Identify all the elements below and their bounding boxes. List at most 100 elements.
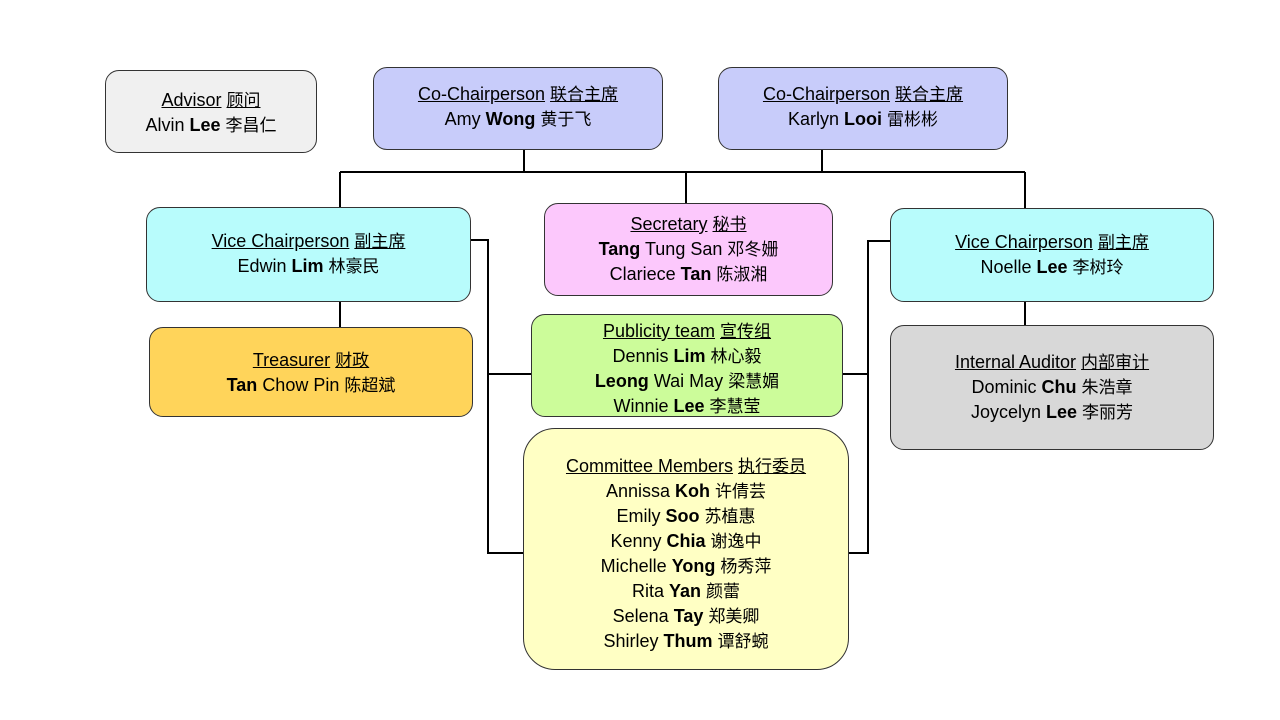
surname: Lee bbox=[1046, 402, 1078, 422]
person-row: Amy Wong 黄于飞 bbox=[374, 107, 662, 132]
person-row: Tang Tung San 邓冬姗 bbox=[545, 237, 832, 262]
chinese-name: 颜蕾 bbox=[706, 582, 741, 602]
role-title: Advisor 顾问 bbox=[106, 88, 316, 113]
surname: Lee bbox=[189, 115, 221, 135]
given-name: Tung San bbox=[644, 239, 723, 259]
given-name: Karlyn bbox=[787, 109, 839, 129]
role-chinese-label: 内部审计 bbox=[1081, 353, 1150, 373]
surname: Lim bbox=[291, 256, 324, 276]
surname: Yan bbox=[668, 581, 702, 601]
surname: Tay bbox=[673, 606, 704, 626]
person-row: Annissa Koh 许倩芸 bbox=[524, 479, 848, 504]
role-chinese-label: 副主席 bbox=[1097, 233, 1149, 253]
surname: Wong bbox=[485, 109, 536, 129]
chinese-name: 陈超斌 bbox=[344, 376, 396, 396]
chinese-name: 苏植惠 bbox=[704, 507, 756, 527]
person-row: Kenny Chia 谢逸中 bbox=[524, 529, 848, 554]
chinese-name: 雷彬彬 bbox=[887, 110, 939, 130]
role-title: Publicity team 宣传组 bbox=[532, 319, 842, 344]
role-chinese-label: 财政 bbox=[335, 351, 370, 371]
person-row: Noelle Lee 李树玲 bbox=[891, 255, 1213, 280]
person-row: Michelle Yong 杨秀萍 bbox=[524, 554, 848, 579]
connector bbox=[849, 240, 890, 554]
role-title: Vice Chairperson 副主席 bbox=[891, 230, 1213, 255]
role-label: Secretary bbox=[630, 214, 708, 234]
role-title: Committee Members 执行委员 bbox=[524, 454, 848, 479]
person-row: Dominic Chu 朱浩章 bbox=[891, 375, 1213, 400]
chinese-name: 许倩芸 bbox=[715, 482, 767, 502]
role-title: Treasurer 财政 bbox=[150, 348, 472, 373]
surname: Yong bbox=[671, 556, 716, 576]
given-name: Selena bbox=[612, 606, 669, 626]
role-label: Advisor bbox=[161, 90, 222, 110]
surname: Lee bbox=[673, 396, 705, 416]
role-label: Internal Auditor bbox=[954, 352, 1077, 372]
surname: Soo bbox=[665, 506, 700, 526]
surname: Tang bbox=[598, 239, 641, 259]
given-name: Wai May bbox=[653, 371, 724, 391]
role-label: Vice Chairperson bbox=[955, 232, 1093, 252]
role-label: Committee Members bbox=[565, 456, 734, 476]
chinese-name: 郑美卿 bbox=[708, 607, 760, 627]
given-name: Kenny bbox=[610, 531, 662, 551]
person-row: Winnie Lee 李慧莹 bbox=[532, 394, 842, 419]
person-row: Karlyn Looi 雷彬彬 bbox=[719, 107, 1007, 132]
surname: Looi bbox=[844, 109, 883, 129]
role-label: Treasurer bbox=[252, 350, 331, 370]
role-chinese-label: 联合主席 bbox=[550, 85, 619, 105]
given-name: Noelle bbox=[980, 257, 1032, 277]
chinese-name: 黄于飞 bbox=[540, 110, 592, 130]
role-label: Publicity team bbox=[602, 321, 716, 341]
given-name: Joycelyn bbox=[970, 402, 1041, 422]
chinese-name: 朱浩章 bbox=[1081, 378, 1133, 398]
surname: Lim bbox=[673, 346, 706, 366]
given-name: Dominic bbox=[971, 377, 1037, 397]
person-row: Emily Soo 苏植惠 bbox=[524, 504, 848, 529]
person-row: Dennis Lim 林心毅 bbox=[532, 344, 842, 369]
chinese-name: 谢逸中 bbox=[710, 532, 762, 552]
given-name: Clariece bbox=[609, 264, 676, 284]
given-name: Winnie bbox=[613, 396, 669, 416]
role-title: Co-Chairperson 联合主席 bbox=[374, 82, 662, 107]
given-name: Rita bbox=[631, 581, 664, 601]
role-label: Co-Chairperson bbox=[417, 84, 546, 104]
given-name: Shirley bbox=[603, 631, 659, 651]
role-title: Secretary 秘书 bbox=[545, 212, 832, 237]
person-row: Clariece Tan 陈淑湘 bbox=[545, 262, 832, 287]
given-name: Chow Pin bbox=[262, 375, 340, 395]
person-row: Alvin Lee 李昌仁 bbox=[106, 113, 316, 138]
role-chinese-label: 秘书 bbox=[712, 215, 747, 235]
person-row: Selena Tay 郑美卿 bbox=[524, 604, 848, 629]
role-label: Vice Chairperson bbox=[211, 231, 350, 251]
person-row: Tan Chow Pin 陈超斌 bbox=[150, 373, 472, 398]
person-row: Leong Wai May 梁慧媚 bbox=[532, 369, 842, 394]
given-name: Dennis bbox=[612, 346, 669, 366]
chinese-name: 李昌仁 bbox=[225, 116, 277, 136]
role-label: Co-Chairperson bbox=[762, 84, 891, 104]
surname: Thum bbox=[663, 631, 713, 651]
given-name: Emily bbox=[616, 506, 661, 526]
chinese-name: 邓冬姗 bbox=[727, 240, 779, 260]
given-name: Alvin bbox=[145, 115, 185, 135]
connector bbox=[471, 239, 523, 554]
chinese-name: 陈淑湘 bbox=[716, 265, 768, 285]
surname: Chia bbox=[666, 531, 706, 551]
person-row: Edwin Lim 林豪民 bbox=[147, 254, 470, 279]
given-name: Annissa bbox=[605, 481, 670, 501]
surname: Tan bbox=[226, 375, 258, 395]
chinese-name: 杨秀萍 bbox=[720, 557, 772, 577]
given-name: Michelle bbox=[600, 556, 667, 576]
role-chinese-label: 顾问 bbox=[226, 91, 261, 111]
surname: Leong bbox=[594, 371, 649, 391]
given-name: Edwin bbox=[237, 256, 287, 276]
role-title: Vice Chairperson 副主席 bbox=[147, 229, 470, 254]
